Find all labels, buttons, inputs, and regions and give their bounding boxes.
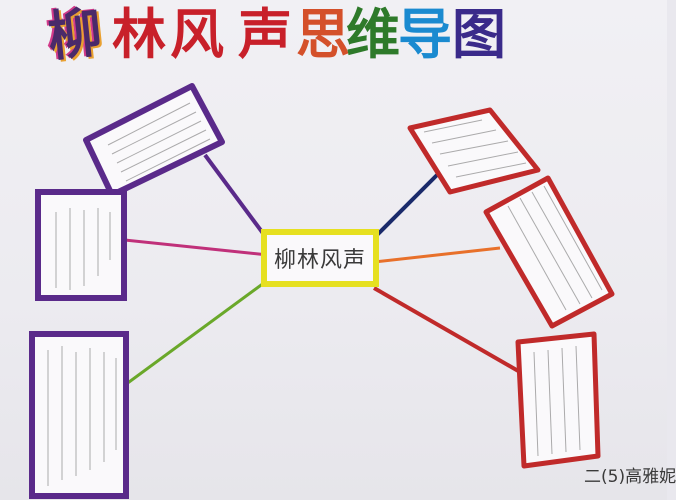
- branch-box-bottom-left: [29, 331, 129, 499]
- title-char-4: 声: [238, 3, 292, 66]
- center-node-label: 柳林风声: [273, 248, 366, 273]
- title-char-1: 柳: [44, 0, 106, 69]
- branch-box-bottom-right: [515, 331, 601, 469]
- center-node-box: [261, 229, 379, 287]
- title-char-2: 林: [112, 3, 166, 66]
- branch-box-mid-right: [483, 175, 615, 329]
- branch-line-bottom-left: [124, 278, 269, 387]
- title-char-6: 维: [346, 3, 400, 66]
- branch-line-top-left: [203, 153, 270, 242]
- branch-box-top-right: [407, 107, 541, 195]
- title-char-7: 导: [398, 3, 452, 66]
- title-char-8: 图: [452, 3, 506, 66]
- branch-line-bottom-right: [373, 286, 521, 374]
- branch-box-mid-left: [35, 189, 127, 301]
- branch-line-top-right: [372, 170, 442, 240]
- title-char-3: 风: [170, 3, 224, 66]
- branch-box-top-left: [83, 83, 225, 198]
- title-char-5: 思: [296, 3, 350, 66]
- author-signature: 二(5)高雅妮: [584, 467, 676, 487]
- branch-line-mid-left: [124, 238, 269, 257]
- branch-line-mid-right: [373, 246, 501, 264]
